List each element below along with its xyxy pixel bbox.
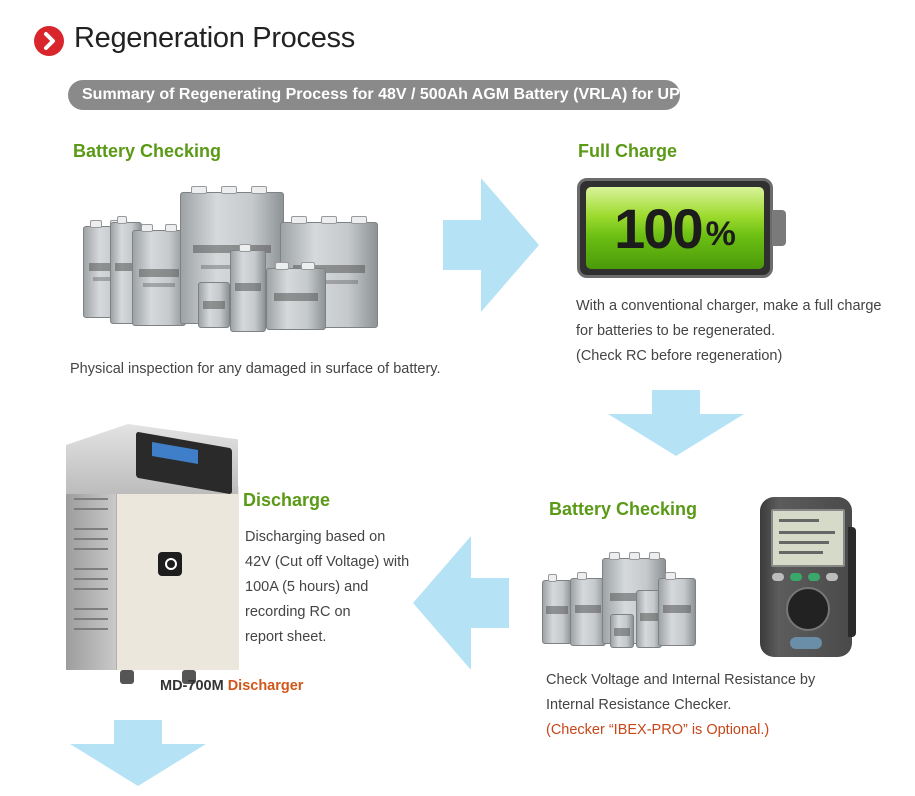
full-charge-heading: Full Charge [578, 141, 678, 161]
battery-checking-2-description: Check Voltage and Internal Resistance by… [546, 668, 815, 743]
battery-group-image-small [540, 552, 700, 654]
arrow-down-icon [608, 390, 744, 456]
discharge-line-4: recording RC on [245, 604, 351, 620]
full-charge-battery-image: 100 % [577, 178, 773, 278]
discharger-caption: MD-700M Discharger [160, 678, 303, 694]
battery-checking-heading: Battery Checking [73, 141, 222, 161]
discharge-heading: Discharge [243, 490, 331, 510]
discharge-description: Discharging based on 42V (Cut off Voltag… [245, 525, 409, 650]
arrow-down-icon [70, 720, 206, 786]
discharge-line-2: 42V (Cut off Voltage) with [245, 554, 410, 570]
battery-checking-2-line-2: Internal Resistance Checker. [546, 697, 732, 713]
battery-checking-2-heading: Battery Checking [549, 499, 698, 519]
page-title: Regeneration Process [74, 22, 355, 54]
discharger-machine-image [66, 424, 239, 686]
power-logo-icon [158, 552, 182, 576]
battery-checking-description: Physical inspection for any damaged in s… [70, 361, 441, 377]
battery-checking-2-line-1: Check Voltage and Internal Resistance by [546, 672, 816, 688]
charge-level-value: 100 [614, 196, 703, 260]
arrow-left-icon [413, 536, 509, 670]
full-charge-line-1: With a conventional charger, make a full… [576, 298, 882, 314]
battery-group-image [80, 182, 390, 332]
discharger-model: MD-700M [160, 678, 224, 694]
battery-terminal [772, 210, 786, 246]
arrow-right-icon [443, 178, 539, 312]
discharger-type: Discharger [227, 678, 304, 694]
full-charge-description: With a conventional charger, make a full… [576, 294, 881, 369]
chevron-right-icon [34, 26, 64, 56]
full-charge-line-3: (Check RC before regeneration) [576, 348, 783, 364]
summary-banner: Summary of Regenerating Process for 48V … [68, 80, 690, 110]
discharge-line-1: Discharging based on [245, 529, 386, 545]
ibex-checker-device-image [760, 497, 856, 657]
charge-level-unit: % [705, 214, 736, 253]
discharge-line-3: 100A (5 hours) and [245, 579, 369, 595]
discharge-line-5: report sheet. [245, 629, 327, 645]
checker-optional-note: (Checker “IBEX-PRO” is Optional.) [546, 722, 770, 738]
full-charge-line-2: for batteries to be regenerated. [576, 323, 776, 339]
